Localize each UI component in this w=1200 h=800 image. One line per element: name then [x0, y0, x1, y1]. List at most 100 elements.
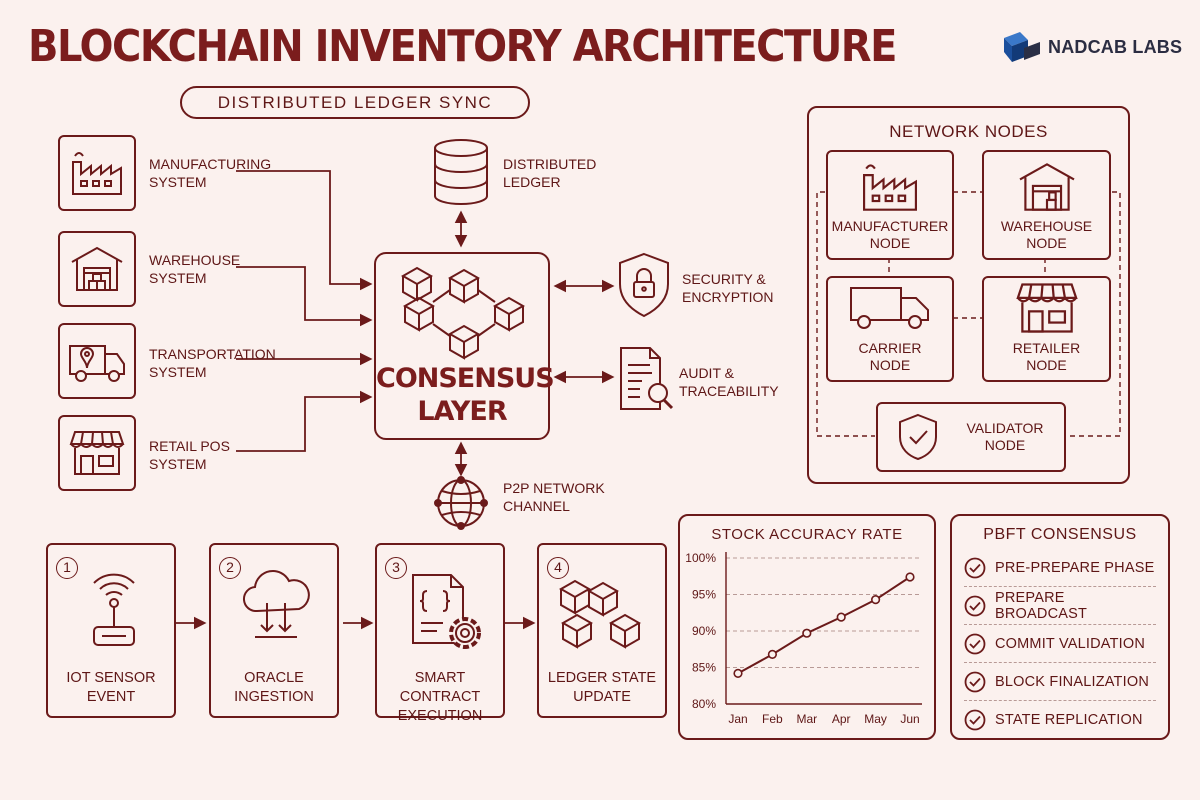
source-label-transportation: TRANSPORTATION SYSTEM [149, 346, 276, 380]
series-line [737, 576, 911, 675]
pipeline-step-4: 4 LEDGER STATE UPDATE [537, 543, 667, 718]
step-label: LEDGER STATE UPDATE [547, 670, 657, 705]
data-point [836, 612, 846, 622]
node-label: VALIDATOR NODE [966, 420, 1044, 453]
step-label: SMART CONTRACT EXECUTION [397, 670, 483, 724]
pbft-panel: PBFT CONSENSUS PRE-PREPARE PHASE PREPARE … [950, 514, 1170, 740]
node-validator: VALIDATOR NODE [876, 402, 1066, 472]
lock-shield-icon [619, 252, 669, 318]
cloud-icon [243, 570, 310, 638]
node-mesh-lines [816, 191, 1121, 437]
step-number: 3 [385, 557, 407, 579]
globe-network-icon [434, 476, 488, 530]
database-icon [434, 139, 488, 205]
consensus-label: CONSENSUS LAYER [376, 363, 555, 427]
node-carrier: CARRIER NODE [826, 276, 954, 382]
y-tick-label: 90% [692, 624, 716, 638]
pbft-step: COMMIT VALIDATION [964, 625, 1156, 663]
step-number: 4 [547, 557, 569, 579]
node-manufacturer: MANUFACTURER NODE [826, 150, 954, 260]
source-label-manufacturing: MANUFACTURING SYSTEM [149, 156, 272, 190]
source-box-manufacturing [58, 135, 136, 211]
audit-document-icon [620, 347, 674, 410]
x-tick-label: Mar [796, 712, 817, 726]
source-box-transportation [58, 323, 136, 399]
node-retailer: RETAILER NODE [982, 276, 1111, 382]
pbft-step: STATE REPLICATION [964, 701, 1156, 739]
pbft-step: PRE-PREPARE PHASE [964, 549, 1156, 587]
data-point [802, 628, 812, 638]
y-tick-label: 100% [685, 551, 716, 565]
step-number: 2 [219, 557, 241, 579]
source-label-warehouse: WAREHOUSE SYSTEM [149, 252, 241, 286]
brand-name: NADCAB LABS [1048, 36, 1183, 57]
node-label: MANUFACTURER NODE [831, 218, 949, 251]
consensus-layer-box: CONSENSUS LAYER [374, 252, 555, 440]
blockchain-cubes-icon [400, 266, 524, 359]
factory-icon [72, 152, 122, 195]
node-label: WAREHOUSE NODE [1000, 218, 1093, 251]
step-number: 1 [56, 557, 78, 579]
x-tick-label: Feb [762, 712, 783, 726]
data-point [871, 595, 881, 605]
pbft-step: PREPARE BROADCAST [964, 587, 1156, 625]
contract-gear-icon [412, 574, 481, 649]
y-tick-label: 95% [692, 588, 716, 602]
x-tick-label: Apr [832, 712, 851, 726]
pbft-step-label: STATE REPLICATION [995, 712, 1143, 728]
pipeline-step-3: 3 SMART CONTRACT EXECUTION [375, 543, 505, 724]
pbft-step-label: PREPARE BROADCAST [995, 589, 1088, 622]
ledger-label: DISTRIBUTED LEDGER [503, 156, 597, 190]
brand-logo: NADCAB LABS [1002, 30, 1182, 64]
blocks-icon [558, 579, 640, 648]
pipeline-step-1: 1 IOT SENSOR EVENT [46, 543, 176, 718]
check-circle-icon [964, 633, 986, 654]
check-circle-icon [964, 557, 986, 578]
pbft-step-label: PRE-PREPARE PHASE [995, 559, 1155, 576]
data-point [767, 649, 777, 659]
x-tick-label: May [864, 712, 887, 726]
truck-icon [850, 287, 929, 329]
subtitle-pill: DISTRIBUTED LEDGER SYNC [180, 86, 530, 119]
chart-title: STOCK ACCURACY RATE [711, 526, 903, 543]
audit-label: AUDIT & TRACEABILITY [679, 365, 779, 399]
truck-icon [69, 345, 125, 382]
check-circle-icon [964, 671, 986, 692]
page-title: BLOCKCHAIN INVENTORY ARCHITECTURE [28, 22, 897, 72]
x-tick-label: Jun [900, 712, 919, 726]
pbft-step-label: BLOCK FINALIZATION [995, 673, 1149, 690]
x-tick-label: Jan [728, 712, 747, 726]
warehouse-icon [1018, 163, 1075, 211]
step-label: IOT SENSOR EVENT [66, 670, 156, 705]
p2p-label: P2P NETWORK CHANNEL [503, 480, 605, 514]
shield-check-icon [899, 413, 938, 461]
node-label: CARRIER NODE [858, 340, 922, 373]
source-box-warehouse [58, 231, 136, 307]
check-circle-icon [964, 709, 986, 731]
network-nodes-title: NETWORK NODES [889, 122, 1048, 141]
node-label: RETAILER NODE [1012, 340, 1081, 373]
store-icon [69, 431, 125, 475]
data-point [733, 668, 743, 678]
y-tick-label: 80% [692, 697, 716, 711]
check-circle-icon [964, 595, 986, 616]
node-warehouse: WAREHOUSE NODE [982, 150, 1111, 260]
security-label: SECURITY & ENCRYPTION [682, 271, 774, 305]
stock-accuracy-chart: STOCK ACCURACY RATE [678, 514, 936, 740]
sensor-icon [93, 573, 135, 646]
source-label-retail: RETAIL POS SYSTEM [149, 438, 230, 472]
y-tick-label: 85% [692, 661, 716, 675]
pbft-title: PBFT CONSENSUS [983, 526, 1137, 543]
warehouse-icon [71, 246, 123, 291]
data-point [905, 572, 915, 582]
factory-icon [863, 164, 917, 211]
step-label: ORACLE INGESTION [234, 670, 314, 705]
pipeline-step-2: 2 ORACLE INGESTION [209, 543, 339, 718]
pbft-step: BLOCK FINALIZATION [964, 663, 1156, 701]
chart-plot: 100% 95% 90% 85% 80% Jan Feb Mar Apr May Jun [685, 551, 922, 726]
brand-cube-icon [1004, 32, 1040, 62]
pbft-step-label: COMMIT VALIDATION [995, 635, 1146, 652]
store-icon [1015, 283, 1078, 333]
source-box-retail [58, 415, 136, 491]
